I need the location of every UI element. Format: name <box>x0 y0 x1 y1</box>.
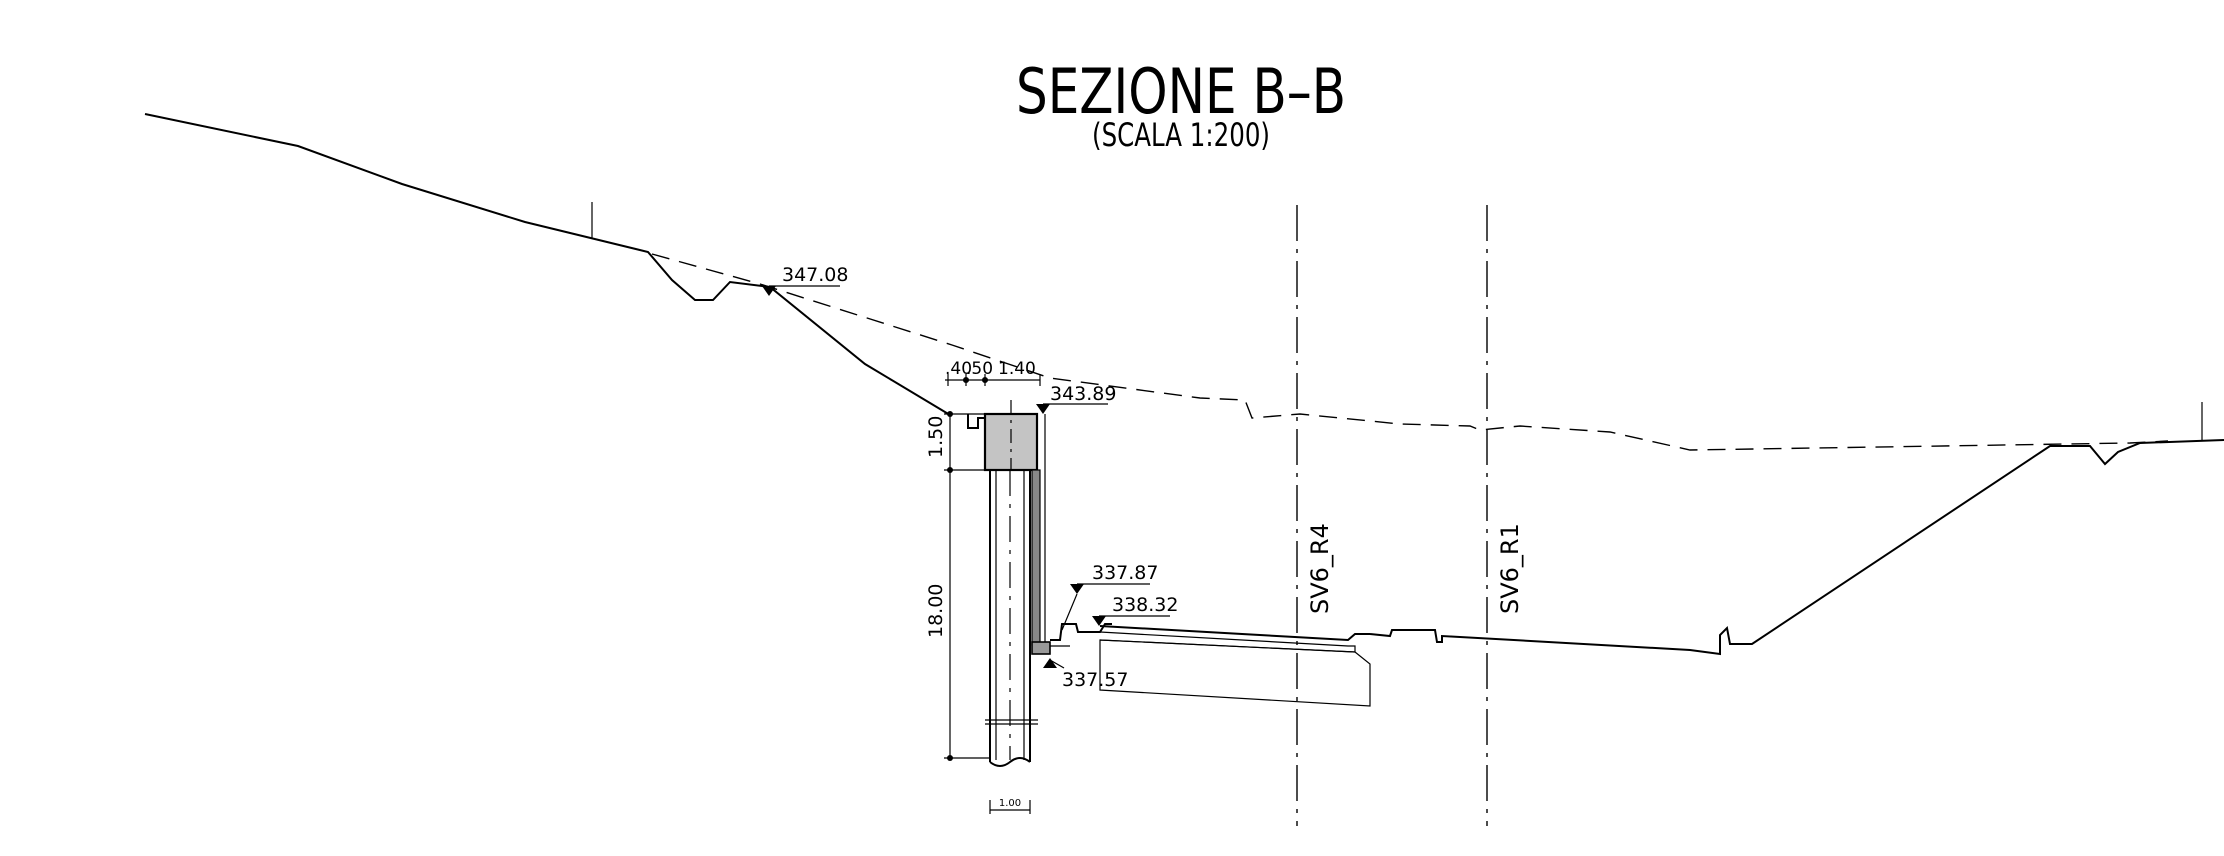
axis-label-sv6-r1: SV6_R1 <box>1496 523 1524 614</box>
svg-text:337.87: 337.87 <box>1092 562 1158 584</box>
dim-label-d4: 1.50 <box>925 416 947 458</box>
dim-vert-dot-3 <box>947 755 953 761</box>
pile-break <box>989 757 1031 767</box>
elevation-marker-3: 337.87 <box>1061 562 1158 631</box>
section-scale: (SCALA 1:200) <box>1092 116 1270 154</box>
bottom-beam <box>1031 641 1051 655</box>
elevation-marker-5: 337.57 <box>1043 658 1128 691</box>
road-surface <box>1099 625 1370 642</box>
elevation-marker-4: 338.32 <box>1092 594 1178 626</box>
wall-facing <box>1031 469 1041 646</box>
svg-text:338.32: 338.32 <box>1112 594 1178 616</box>
dim-label-d1: .40 <box>945 359 972 379</box>
svg-text:347.08: 347.08 <box>782 264 848 286</box>
dim-label-d5: 18.00 <box>925 584 947 638</box>
original-terrain-dashed <box>651 253 2169 451</box>
axis-label-sv6-r4: SV6_R4 <box>1306 523 1334 614</box>
section-title: SEZIONE B–B <box>1016 55 1346 128</box>
beam-step <box>967 414 985 429</box>
elevation-marker-1: 347.08 <box>762 264 848 296</box>
dim-label-d2: .50 <box>966 359 993 379</box>
dim-vert-dot-2 <box>947 467 953 473</box>
dim-label-d3: 1.40 <box>998 359 1036 379</box>
road-subbase <box>1099 639 1371 707</box>
dim-label-d6: 1.00 <box>999 798 1021 809</box>
dim-dot-2 <box>982 377 988 383</box>
elevation-marker-2: 343.89 <box>1036 383 1116 414</box>
svg-text:337.57: 337.57 <box>1062 669 1128 691</box>
terrain-left-profile <box>144 113 951 416</box>
terrain-right-profile <box>1369 439 2224 656</box>
dim-dot-1 <box>963 377 969 383</box>
dim-vert-dot-1 <box>947 411 953 417</box>
svg-text:343.89: 343.89 <box>1050 383 1116 405</box>
